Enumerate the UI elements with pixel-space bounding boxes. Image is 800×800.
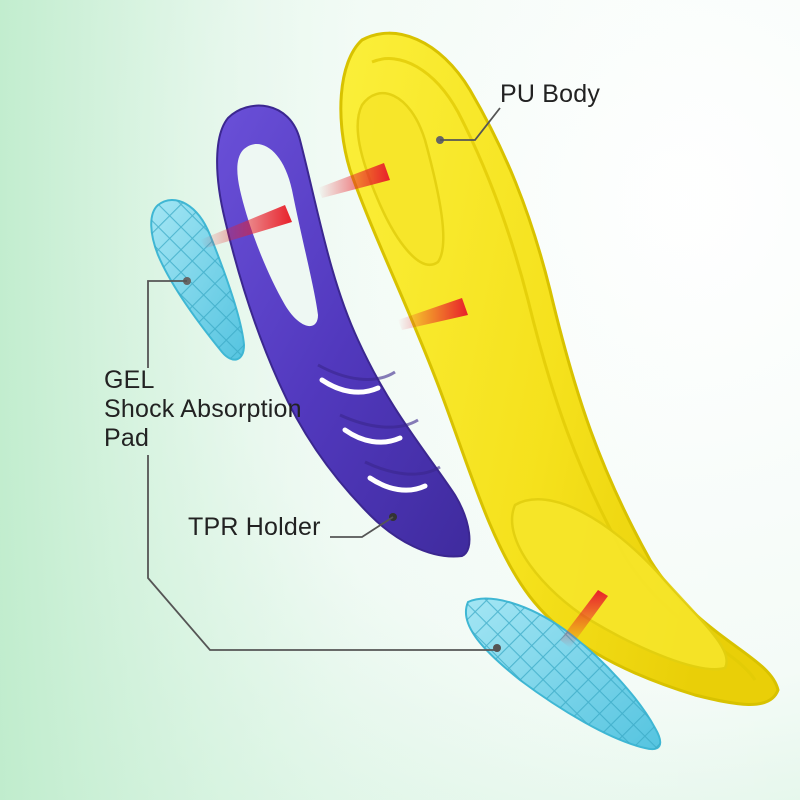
tpr-holder-rib-2 <box>342 427 403 445</box>
tpr-holder-rib-3 <box>367 475 428 493</box>
pu-forefoot-recess <box>510 498 728 671</box>
leader-line-tpr-holder <box>330 516 394 538</box>
tpr-holder-heel-hole <box>237 143 318 327</box>
gel-pad-label-line-1: GEL <box>104 366 155 394</box>
gel-pad-label: GEL Shock Absorption Pad <box>104 366 302 453</box>
tpr-holder-rib-1 <box>319 377 381 395</box>
pu-body-label: PU Body <box>500 80 601 108</box>
pu-body-insole <box>339 31 780 706</box>
leader-line-gel-top <box>147 280 187 368</box>
leader-line-pu-body <box>440 107 501 141</box>
gel-pad-label-line-3: Pad <box>104 424 150 452</box>
gel-pad-forefoot <box>465 597 662 750</box>
red-pointer-gel-to-tpr <box>200 205 292 248</box>
pu-heel-recess <box>356 91 445 266</box>
gel-pad-heel <box>150 199 246 361</box>
red-pointer-tpr-to-pu-upper <box>318 163 390 198</box>
leader-line-gel-bottom <box>147 455 497 651</box>
tpr-holder-label: TPR Holder <box>188 513 321 541</box>
red-pointer-gel-to-pu-forefoot <box>560 590 608 648</box>
red-pointer-tpr-to-pu-lower <box>398 298 468 330</box>
gel-pad-label-line-2: Shock Absorption <box>104 395 302 423</box>
